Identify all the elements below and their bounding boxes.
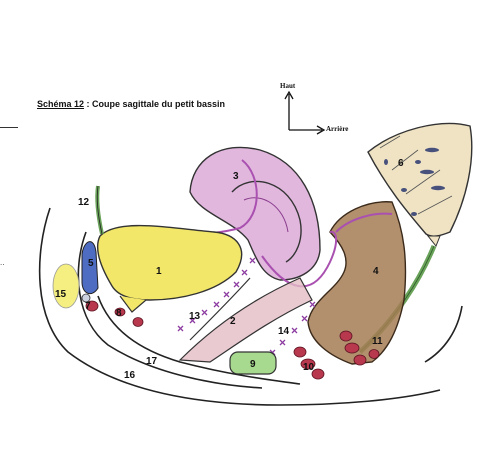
label-13: 13 (189, 311, 201, 322)
bladder (96, 224, 243, 301)
uterus (189, 146, 321, 281)
label-10: 10 (303, 362, 315, 373)
label-6: 6 (398, 158, 404, 169)
sacrum (367, 122, 473, 247)
orientation-back-label: Arrière (326, 125, 349, 133)
posterior-nodes (293, 330, 380, 380)
orientation-arrows (284, 90, 326, 135)
number-labels: 1 2 3 4 5 6 7 8 9 10 11 12 13 14 15 16 1… (55, 158, 404, 381)
label-9: 9 (250, 359, 256, 370)
anterior-nodes (85, 300, 144, 327)
label-2: 2 (230, 316, 236, 327)
margin-dots: .. (0, 258, 5, 267)
label-5: 5 (88, 258, 94, 269)
rectum (307, 201, 407, 365)
diagram-title: Schéma 12 : Coupe sagittale du petit bas… (37, 99, 225, 109)
label-12: 12 (78, 197, 90, 208)
vagina (178, 277, 313, 363)
green-node (229, 351, 277, 375)
pubic-bone (81, 241, 99, 295)
label-8: 8 (116, 308, 122, 319)
label-14: 14 (278, 326, 290, 337)
title-rest: : Coupe sagittale du petit bassin (84, 99, 226, 109)
label-1: 1 (156, 266, 162, 277)
title-prefix: Schéma 12 (37, 99, 85, 109)
body-contours (38, 207, 463, 406)
label-3: 3 (233, 171, 239, 182)
margin-rule (0, 127, 18, 128)
label-11: 11 (372, 336, 383, 347)
label-17: 17 (146, 356, 158, 367)
label-15: 15 (55, 289, 67, 300)
orientation-up-label: Haut (280, 82, 296, 90)
label-7: 7 (85, 301, 91, 312)
label-16: 16 (124, 370, 136, 381)
cross-marks (177, 257, 316, 356)
label-4: 4 (373, 266, 379, 277)
pubic-fat (52, 263, 80, 309)
